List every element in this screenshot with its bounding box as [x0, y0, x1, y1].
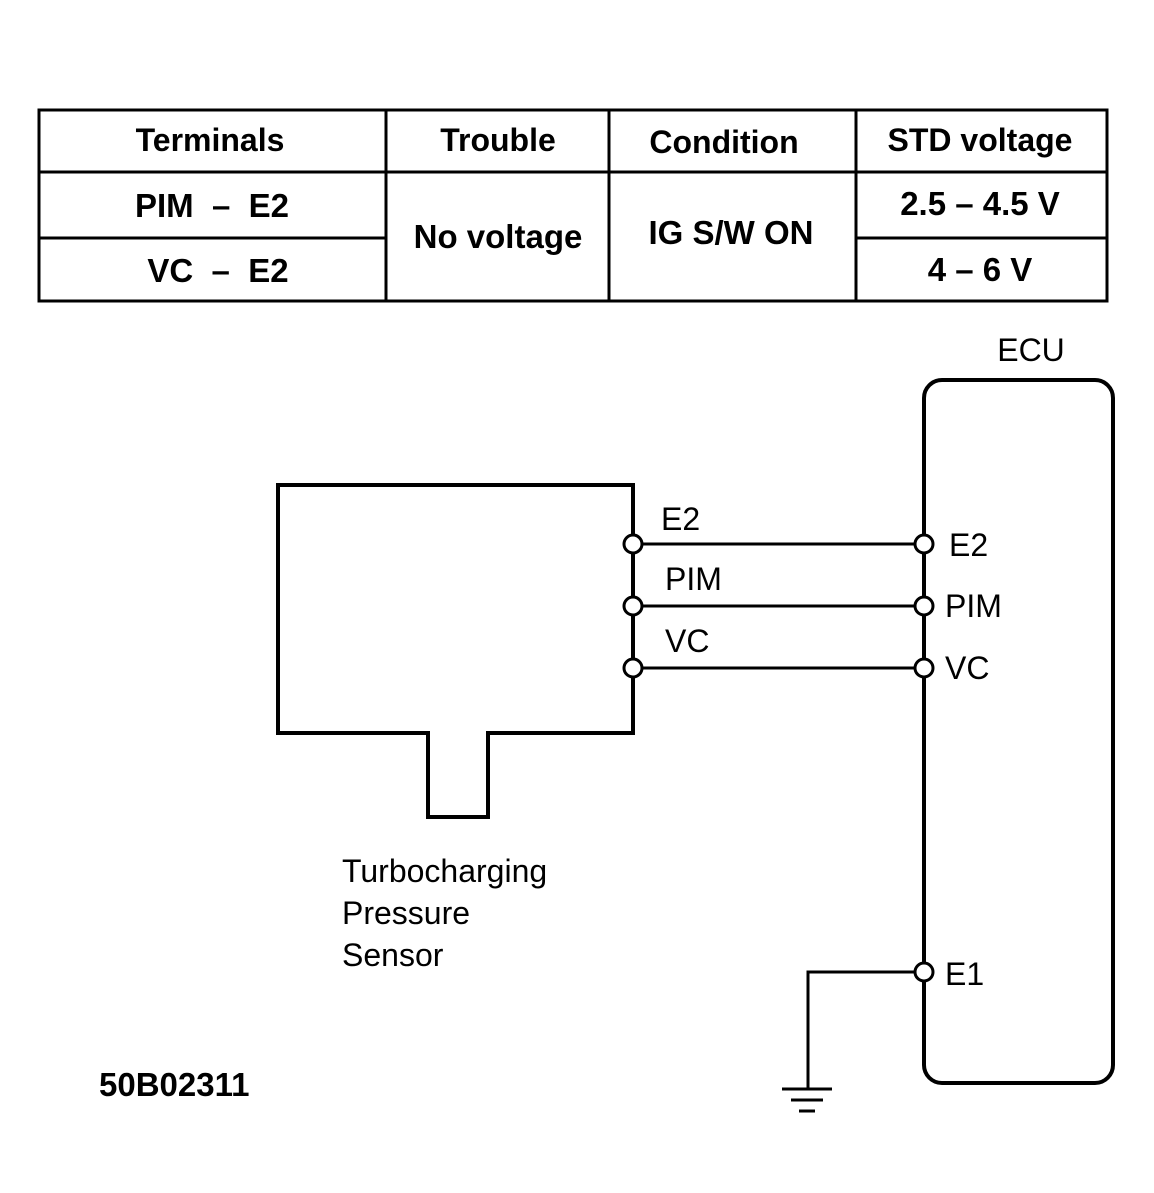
table-border: [37, 108, 1109, 303]
wire-e1-ground: [806, 970, 924, 1088]
sensor-terminal-pim: [622, 595, 644, 617]
spec-table: Terminals Trouble Condition STD voltage …: [37, 108, 1109, 303]
sensor-terminal-vc: [622, 657, 644, 679]
sensor-label-line2: Pressure: [342, 895, 470, 931]
figure-code: 50B02311: [99, 1066, 249, 1103]
ecu-pin-label-pim: PIM: [945, 588, 1002, 624]
header-std-voltage: STD voltage: [888, 122, 1073, 158]
ecu-pin-label-e2: E2: [949, 527, 988, 563]
header-condition: Condition: [649, 124, 798, 160]
sensor-pin-label-pim: PIM: [665, 561, 722, 597]
ecu-box: [922, 378, 1115, 1085]
sensor-terminal-e2: [622, 533, 644, 555]
header-terminals: Terminals: [136, 122, 285, 158]
cell-voltage-row1: 2.5 – 4.5 V: [900, 185, 1060, 222]
ground-icon: [782, 1087, 832, 1113]
ecu-terminals: [913, 533, 935, 983]
sensor-label-line3: Sensor: [342, 937, 444, 973]
cell-trouble: No voltage: [414, 218, 583, 255]
sensor-terminals: [622, 533, 644, 679]
sensor-pin-labels: E2 PIM VC: [661, 501, 722, 659]
ecu-terminal-e2: [913, 533, 935, 555]
header-trouble: Trouble: [440, 122, 556, 158]
turbo-pressure-sensor: Turbocharging Pressure Sensor: [276, 483, 635, 973]
cell-voltage-row2: 4 – 6 V: [928, 251, 1033, 288]
cell-terminals-row1: PIM – E2: [135, 187, 289, 224]
ecu-block: ECU: [922, 332, 1115, 1085]
cell-condition: IG S/W ON: [649, 214, 814, 251]
cell-terminals-row2: VC – E2: [147, 252, 288, 289]
ecu-terminal-vc: [913, 657, 935, 679]
ecu-terminal-e1: [913, 961, 935, 983]
sensor-body: [276, 483, 635, 819]
ecu-pin-label-vc: VC: [945, 650, 989, 686]
ecu-terminal-pim: [913, 595, 935, 617]
sensor-pin-label-e2: E2: [661, 501, 700, 537]
ecu-pin-label-e1: E1: [945, 956, 984, 992]
sensor-pin-label-vc: VC: [665, 623, 709, 659]
ecu-pin-labels: E2 PIM VC E1: [945, 527, 1002, 992]
ecu-title: ECU: [997, 332, 1065, 368]
sensor-label-line1: Turbocharging: [342, 853, 547, 889]
wires: [633, 542, 924, 1088]
